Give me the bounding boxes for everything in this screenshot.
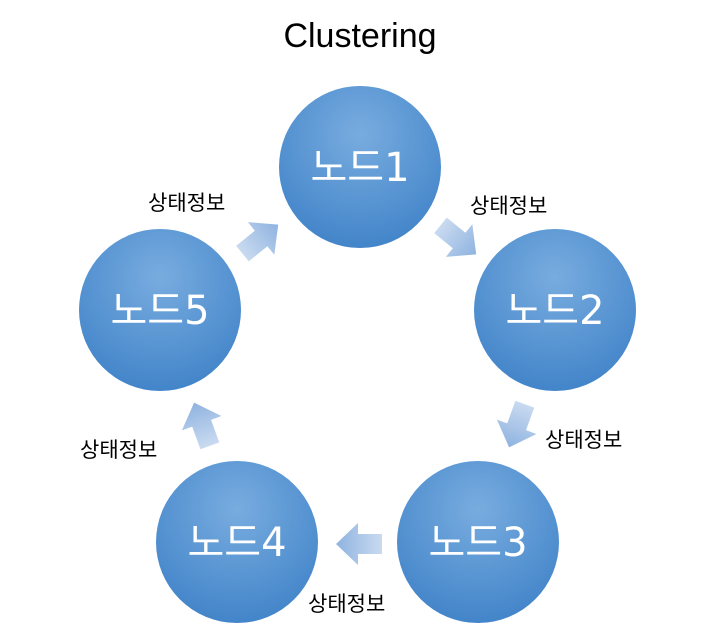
diagram-title: Clustering [283,17,436,55]
node-2: 노드2 [474,229,636,391]
edge-label-node2-node3: 상태정보 [545,428,622,452]
edge-label-node1-node2: 상태정보 [470,194,547,218]
edge-label-node3-node4: 상태정보 [308,592,385,616]
node-4: 노드4 [156,461,318,623]
edge-label-node4-node5: 상태정보 [80,438,157,462]
arrow-node2-to-node3 [496,400,537,448]
node-3-label: 노드3 [428,520,527,566]
node-3: 노드3 [397,461,559,623]
node-5-label: 노드5 [110,288,209,334]
node-5: 노드5 [79,229,241,391]
arrow-node1-to-node2 [434,217,477,257]
node-1: 노드1 [279,86,441,248]
arrow-node5-to-node1 [236,222,279,262]
node-2-label: 노드2 [505,288,604,334]
node-4-label: 노드4 [187,520,286,566]
arrow-node3-to-node4 [336,523,382,565]
node-1-label: 노드1 [310,145,409,191]
edge-label-node5-node1: 상태정보 [148,191,225,215]
arrow-node4-to-node5 [181,402,222,450]
